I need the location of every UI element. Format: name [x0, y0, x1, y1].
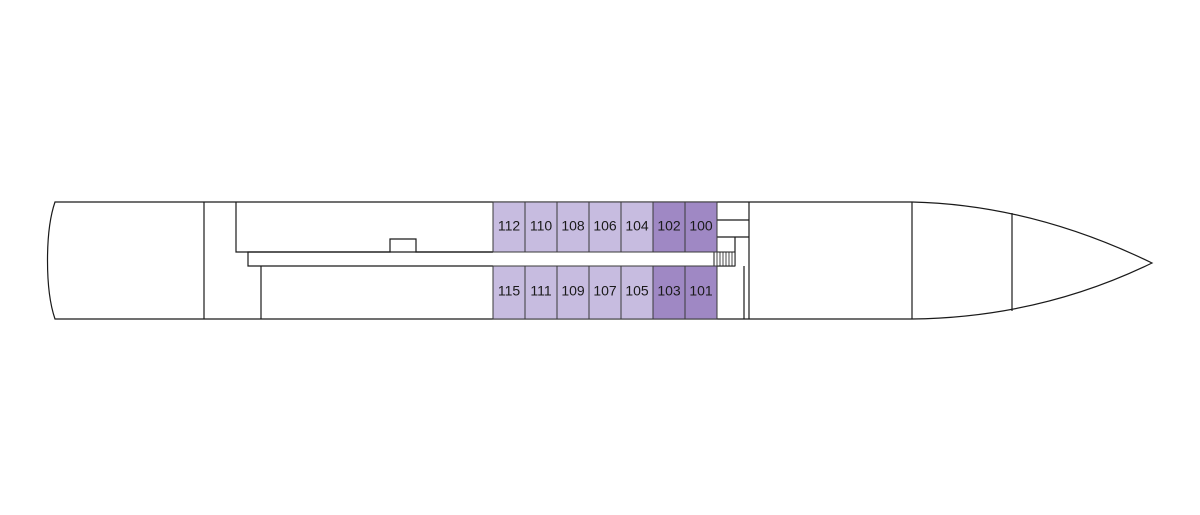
cabin-number-label: 115 [498, 283, 521, 299]
cabin-block[interactable] [588, 265, 622, 320]
cabin-number-label: 107 [593, 283, 617, 299]
lounge-structure [235, 202, 493, 253]
cabin-112[interactable]: 112 [492, 201, 526, 253]
cabin-block[interactable] [492, 201, 526, 253]
cabin-number-label: 110 [530, 218, 553, 234]
cabin-109[interactable]: 109 [556, 265, 590, 320]
cabin-101[interactable]: 101 [684, 265, 718, 320]
cabin-111[interactable]: 111 [524, 265, 558, 320]
cabin-number-label: 105 [625, 283, 649, 299]
cabin-block[interactable] [684, 265, 718, 320]
cabin-number-label: 109 [561, 283, 585, 299]
cabin-block[interactable] [684, 201, 718, 253]
cabin-block[interactable] [556, 201, 590, 253]
cabin-110[interactable]: 110 [524, 201, 558, 253]
cabin-number-label: 101 [689, 283, 713, 299]
cabin-number-label: 100 [689, 218, 713, 234]
cabin-block[interactable] [556, 265, 590, 320]
cabin-block[interactable] [620, 201, 654, 253]
cabin-row-starboard: 115 111 109 107 105 103 101 [492, 265, 718, 320]
cabin-104[interactable]: 104 [620, 201, 654, 253]
hull-outline [46, 201, 1154, 320]
cabin-105[interactable]: 105 [620, 265, 654, 320]
cabin-103[interactable]: 103 [652, 265, 686, 320]
cabin-block[interactable] [524, 201, 558, 253]
cabin-block[interactable] [492, 265, 526, 320]
cabin-number-label: 112 [498, 218, 521, 234]
cabin-107[interactable]: 107 [588, 265, 622, 320]
cabin-block[interactable] [588, 201, 622, 253]
cabin-block[interactable] [524, 265, 558, 320]
cabin-number-label: 103 [657, 283, 681, 299]
central-corridor [247, 251, 493, 267]
cabin-number-label: 106 [593, 218, 617, 234]
cabin-100[interactable]: 100 [684, 201, 718, 253]
cabin-number-label: 111 [530, 283, 551, 299]
cabin-108[interactable]: 108 [556, 201, 590, 253]
cabin-number-label: 108 [561, 218, 585, 234]
cabin-row-port: 112 110 108 106 104 102 100 [492, 201, 718, 253]
cabin-106[interactable]: 106 [588, 201, 622, 253]
cabin-number-label: 104 [625, 218, 649, 234]
cabin-102[interactable]: 102 [652, 201, 686, 253]
stairs-icon [713, 251, 736, 267]
cabin-number-label: 102 [657, 218, 681, 234]
cabin-block[interactable] [652, 201, 686, 253]
cabin-115[interactable]: 115 [492, 265, 526, 320]
